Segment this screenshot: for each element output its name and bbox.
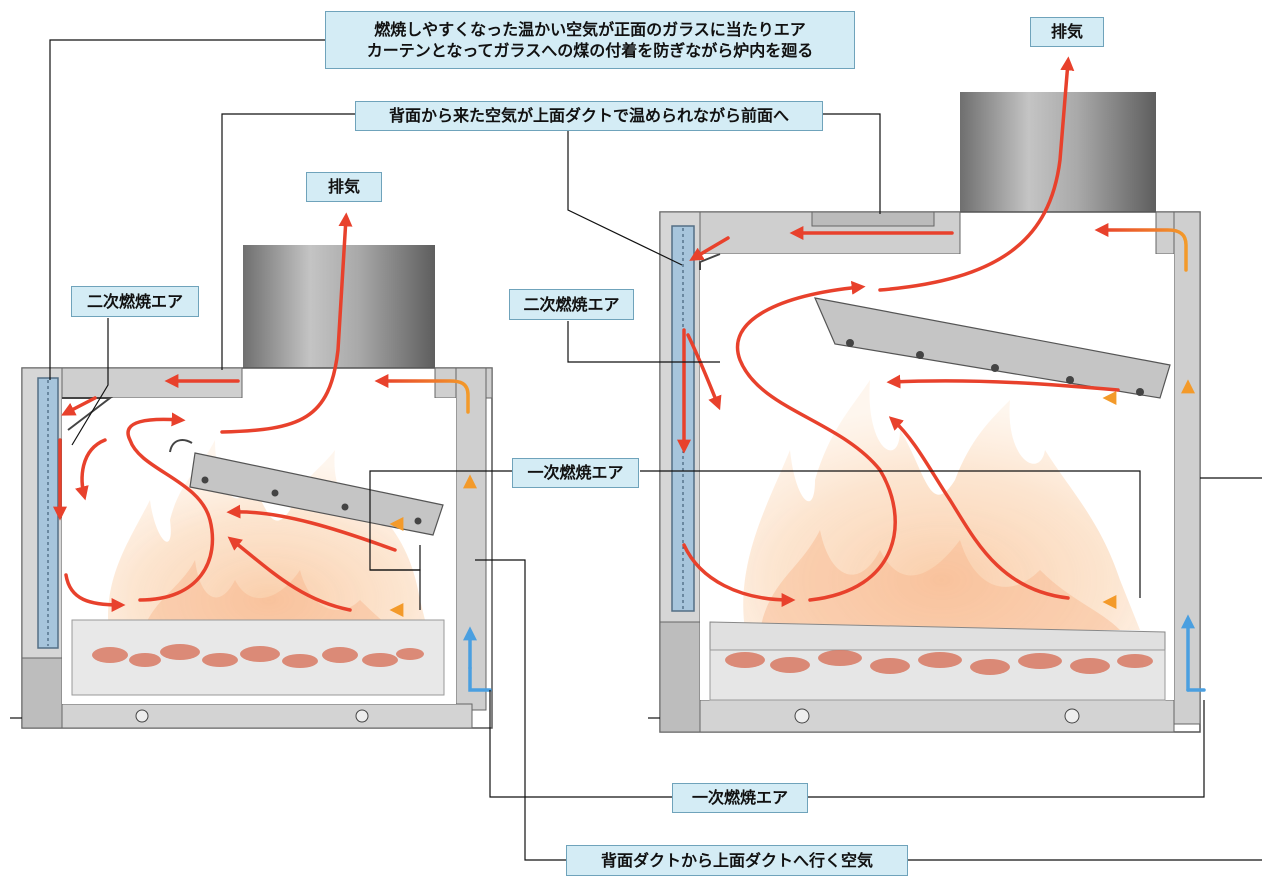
left-top-duct — [61, 367, 243, 399]
left-logs — [92, 644, 424, 668]
leader-lines — [10, 39, 1262, 861]
label-exhaust-right: 排気 — [1030, 17, 1104, 47]
label-primary-air-bottom: 一次燃焼エア — [672, 783, 808, 813]
label-primary-air-mid: 一次燃焼エア — [512, 458, 639, 488]
left-fireplace — [21, 245, 493, 729]
left-exhaust-arrow — [220, 212, 353, 434]
right-flames — [743, 380, 1140, 630]
right-fireplace — [659, 92, 1201, 733]
label-airflow-glass-line2: カーテンとなってガラスへの煤の付着を防ぎながら炉内を廻る — [366, 41, 814, 60]
left-baffle — [189, 452, 444, 536]
label-rear-duct-air: 背面ダクトから上面ダクトへ行く空気 — [566, 845, 908, 876]
left-airflow-arrows — [53, 212, 492, 692]
label-top-duct: 背面から来た空気が上面ダクトで温められながら前面へ — [355, 101, 823, 131]
label-secondary-air-left: 二次燃焼エア — [71, 286, 199, 317]
label-airflow-glass: 燃焼しやすくなった温かい空気が正面のガラスに当たりエア カーテンとなってガラスへ… — [325, 11, 855, 69]
right-exhaust-arrow — [878, 56, 1075, 292]
label-secondary-air-right: 二次燃焼エア — [509, 289, 634, 320]
label-airflow-glass-line1: 燃焼しやすくなった温かい空気が正面のガラスに当たりエア — [374, 20, 806, 39]
label-exhaust-left: 排気 — [306, 172, 382, 202]
right-airflow-arrows — [677, 56, 1206, 692]
right-logs — [725, 650, 1153, 675]
